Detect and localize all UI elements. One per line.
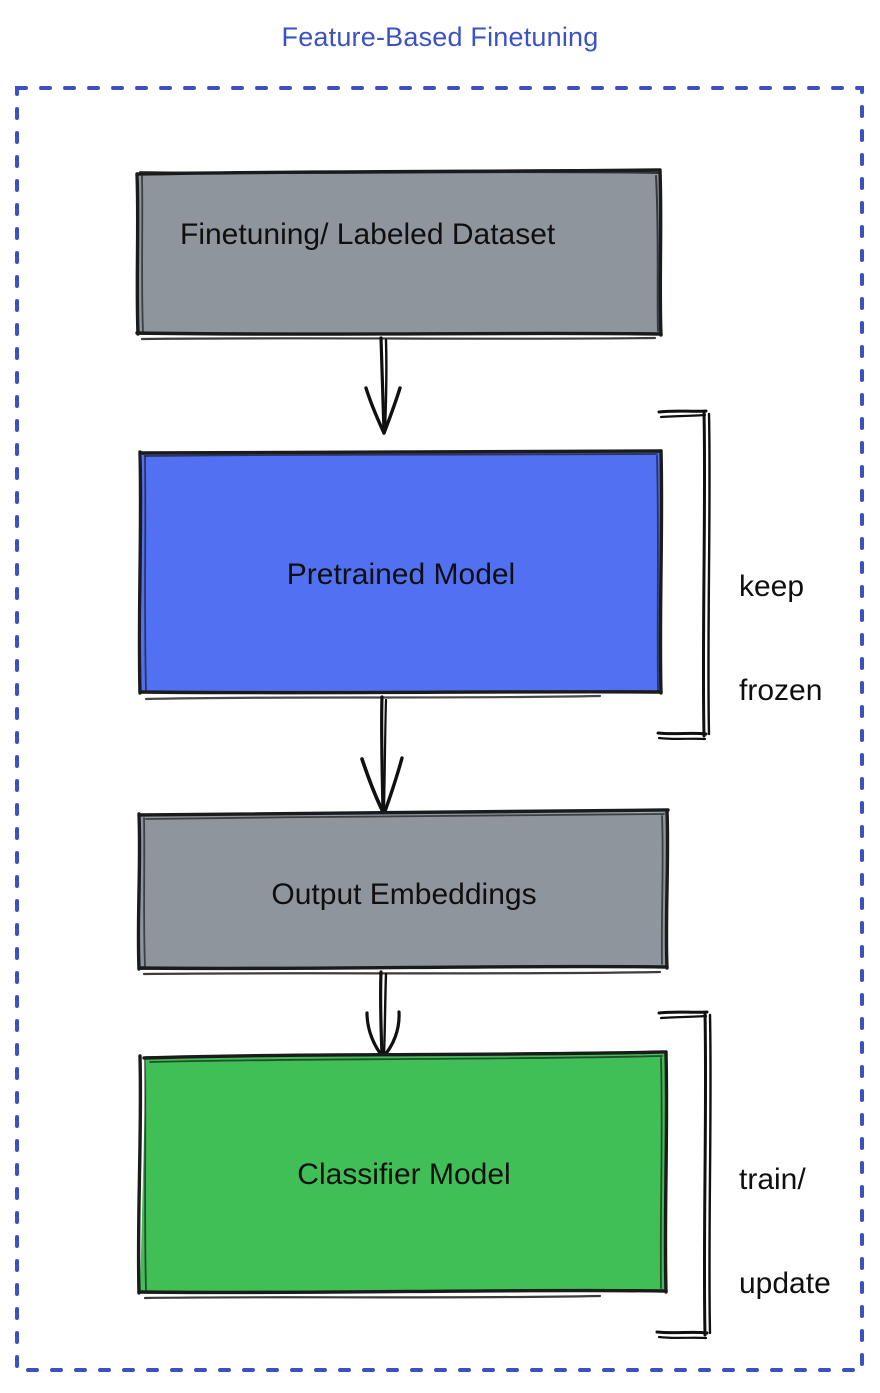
node-label-pretrained: Pretrained Model: [286, 558, 516, 591]
node-label-dataset: Finetuning/ Labeled Dataset: [180, 218, 556, 251]
bracket-train-update: [655, 1010, 712, 1340]
edge-embeddings-classifier-arrow: [365, 970, 401, 1059]
annotation-keep-frozen-line-2: frozen: [739, 673, 823, 707]
bracket-keep-frozen: [656, 409, 711, 741]
node-classifier[interactable]: [136, 1050, 669, 1300]
edge-pretrained-embeddings-arrow: [360, 695, 404, 816]
annotation-train-update-line-1: train/: [739, 1162, 806, 1196]
node-label-classifier: Classifier Model: [297, 1158, 511, 1191]
node-embeddings[interactable]: [136, 808, 670, 976]
annotation-keep-frozen: keep frozen: [739, 500, 822, 778]
annotation-train-update: train/ update: [739, 1093, 831, 1371]
edge-dataset-pretrained-arrow: [364, 336, 402, 435]
annotation-train-update-line-2: update: [739, 1266, 831, 1300]
node-dataset[interactable]: [135, 168, 663, 341]
node-label-embeddings: Output Embeddings: [271, 878, 537, 911]
annotation-keep-frozen-line-1: keep: [739, 569, 805, 603]
diagram-title: Feature-Based Finetuning: [281, 22, 599, 52]
node-pretrained[interactable]: [137, 449, 664, 701]
